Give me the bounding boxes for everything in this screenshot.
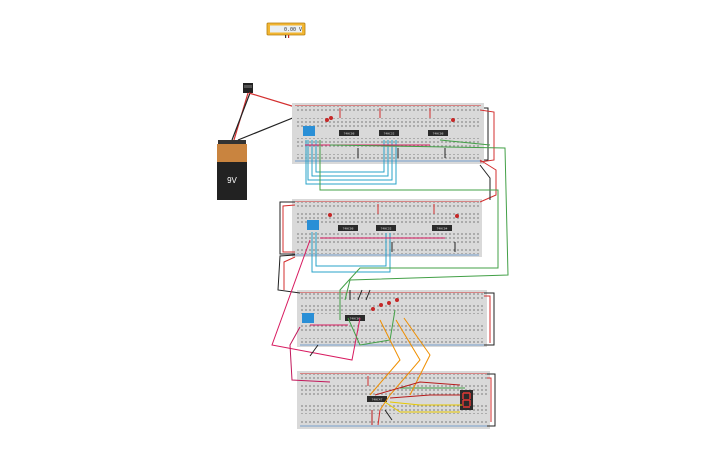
battery-9v[interactable]: 9V: [217, 83, 253, 200]
ic-chip: [379, 130, 399, 136]
ic-label: 74HC08: [343, 227, 354, 231]
ic-chip: [338, 225, 358, 231]
led: [328, 213, 332, 217]
ic-label: 74HC08: [433, 132, 444, 136]
led: [325, 118, 329, 122]
multimeter[interactable]: 0.00 V: [266, 22, 306, 38]
led: [329, 116, 333, 120]
ic-chip: [367, 396, 387, 402]
led: [395, 298, 399, 302]
ic-chip: [376, 225, 396, 231]
seven-segment-display: [460, 390, 473, 410]
ic-label: 74HC47: [372, 398, 383, 402]
ic-chip: [432, 225, 452, 231]
ic-label: 74HC32: [381, 227, 392, 231]
battery-cap: [217, 144, 247, 162]
ic-chip: [339, 130, 359, 136]
dip-switch[interactable]: [307, 220, 319, 230]
wires: [271, 107, 509, 427]
ic-label: 74HC32: [384, 132, 395, 136]
breadboard-3[interactable]: 74HC86: [297, 290, 487, 347]
led: [387, 301, 391, 305]
led: [379, 303, 383, 307]
led: [455, 214, 459, 218]
led: [371, 307, 375, 311]
led: [451, 118, 455, 122]
ic-label: 74HC08: [344, 132, 355, 136]
ic-label: 74HC04: [437, 227, 448, 231]
dip-switch[interactable]: [302, 313, 314, 323]
battery-label: 9V: [227, 176, 237, 185]
breadboard-2[interactable]: 74HC08 74HC32 74HC04: [292, 199, 482, 257]
multimeter-reading: 0.00 V: [284, 27, 302, 33]
battery-body: [217, 162, 247, 200]
breadboard-4[interactable]: 74HC47: [297, 371, 490, 429]
ic-chip: [428, 130, 448, 136]
ic-label: 74HC86: [350, 317, 361, 321]
dip-switch[interactable]: [303, 126, 315, 136]
ic-chip: [345, 315, 365, 321]
